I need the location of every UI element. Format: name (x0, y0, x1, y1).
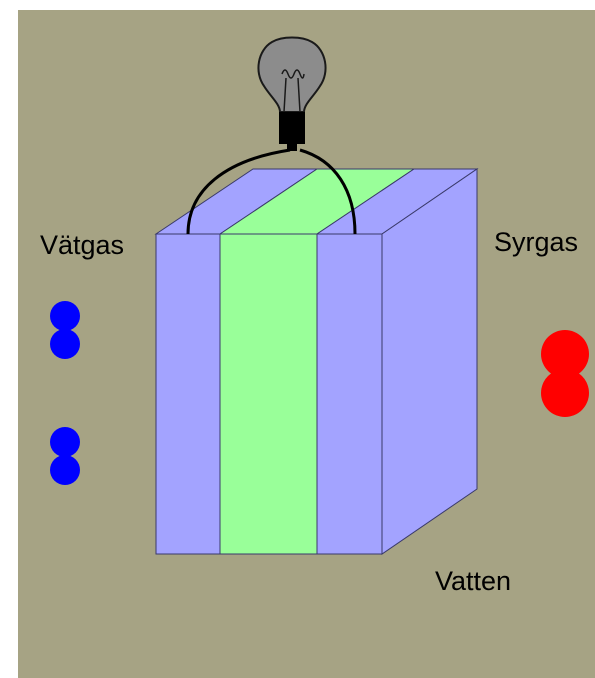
cell-side-face (381, 168, 478, 555)
bulb-contact (287, 143, 297, 151)
hydrogen-atom (50, 455, 80, 485)
bulb-filament (281, 69, 305, 113)
light-bulb-icon (257, 36, 327, 151)
cell-front-electrolyte (219, 233, 318, 555)
right-wire (299, 148, 357, 235)
hydrogen-molecule (50, 301, 80, 359)
bulb-glass (257, 36, 327, 113)
hydrogen-atom (50, 329, 80, 359)
fuel-cell-box (154, 168, 479, 555)
cell-front-right-electrode (316, 233, 383, 555)
oxygen-molecule (541, 330, 589, 417)
left-wire (186, 148, 291, 235)
hydrogen-molecule (50, 427, 80, 485)
hydrogen-atom (50, 427, 80, 457)
oxygen-label: Syrgas (494, 227, 579, 257)
hydrogen-label: Vätgas (40, 230, 125, 260)
water-label: Vatten (435, 566, 512, 596)
cell-front-left-electrode (155, 233, 221, 555)
circuit-wires (186, 148, 357, 235)
oxygen-atom (541, 369, 589, 417)
hydrogen-molecules (50, 301, 80, 485)
bulb-base (279, 112, 305, 144)
hydrogen-atom (50, 301, 80, 331)
oxygen-atom (541, 330, 589, 378)
